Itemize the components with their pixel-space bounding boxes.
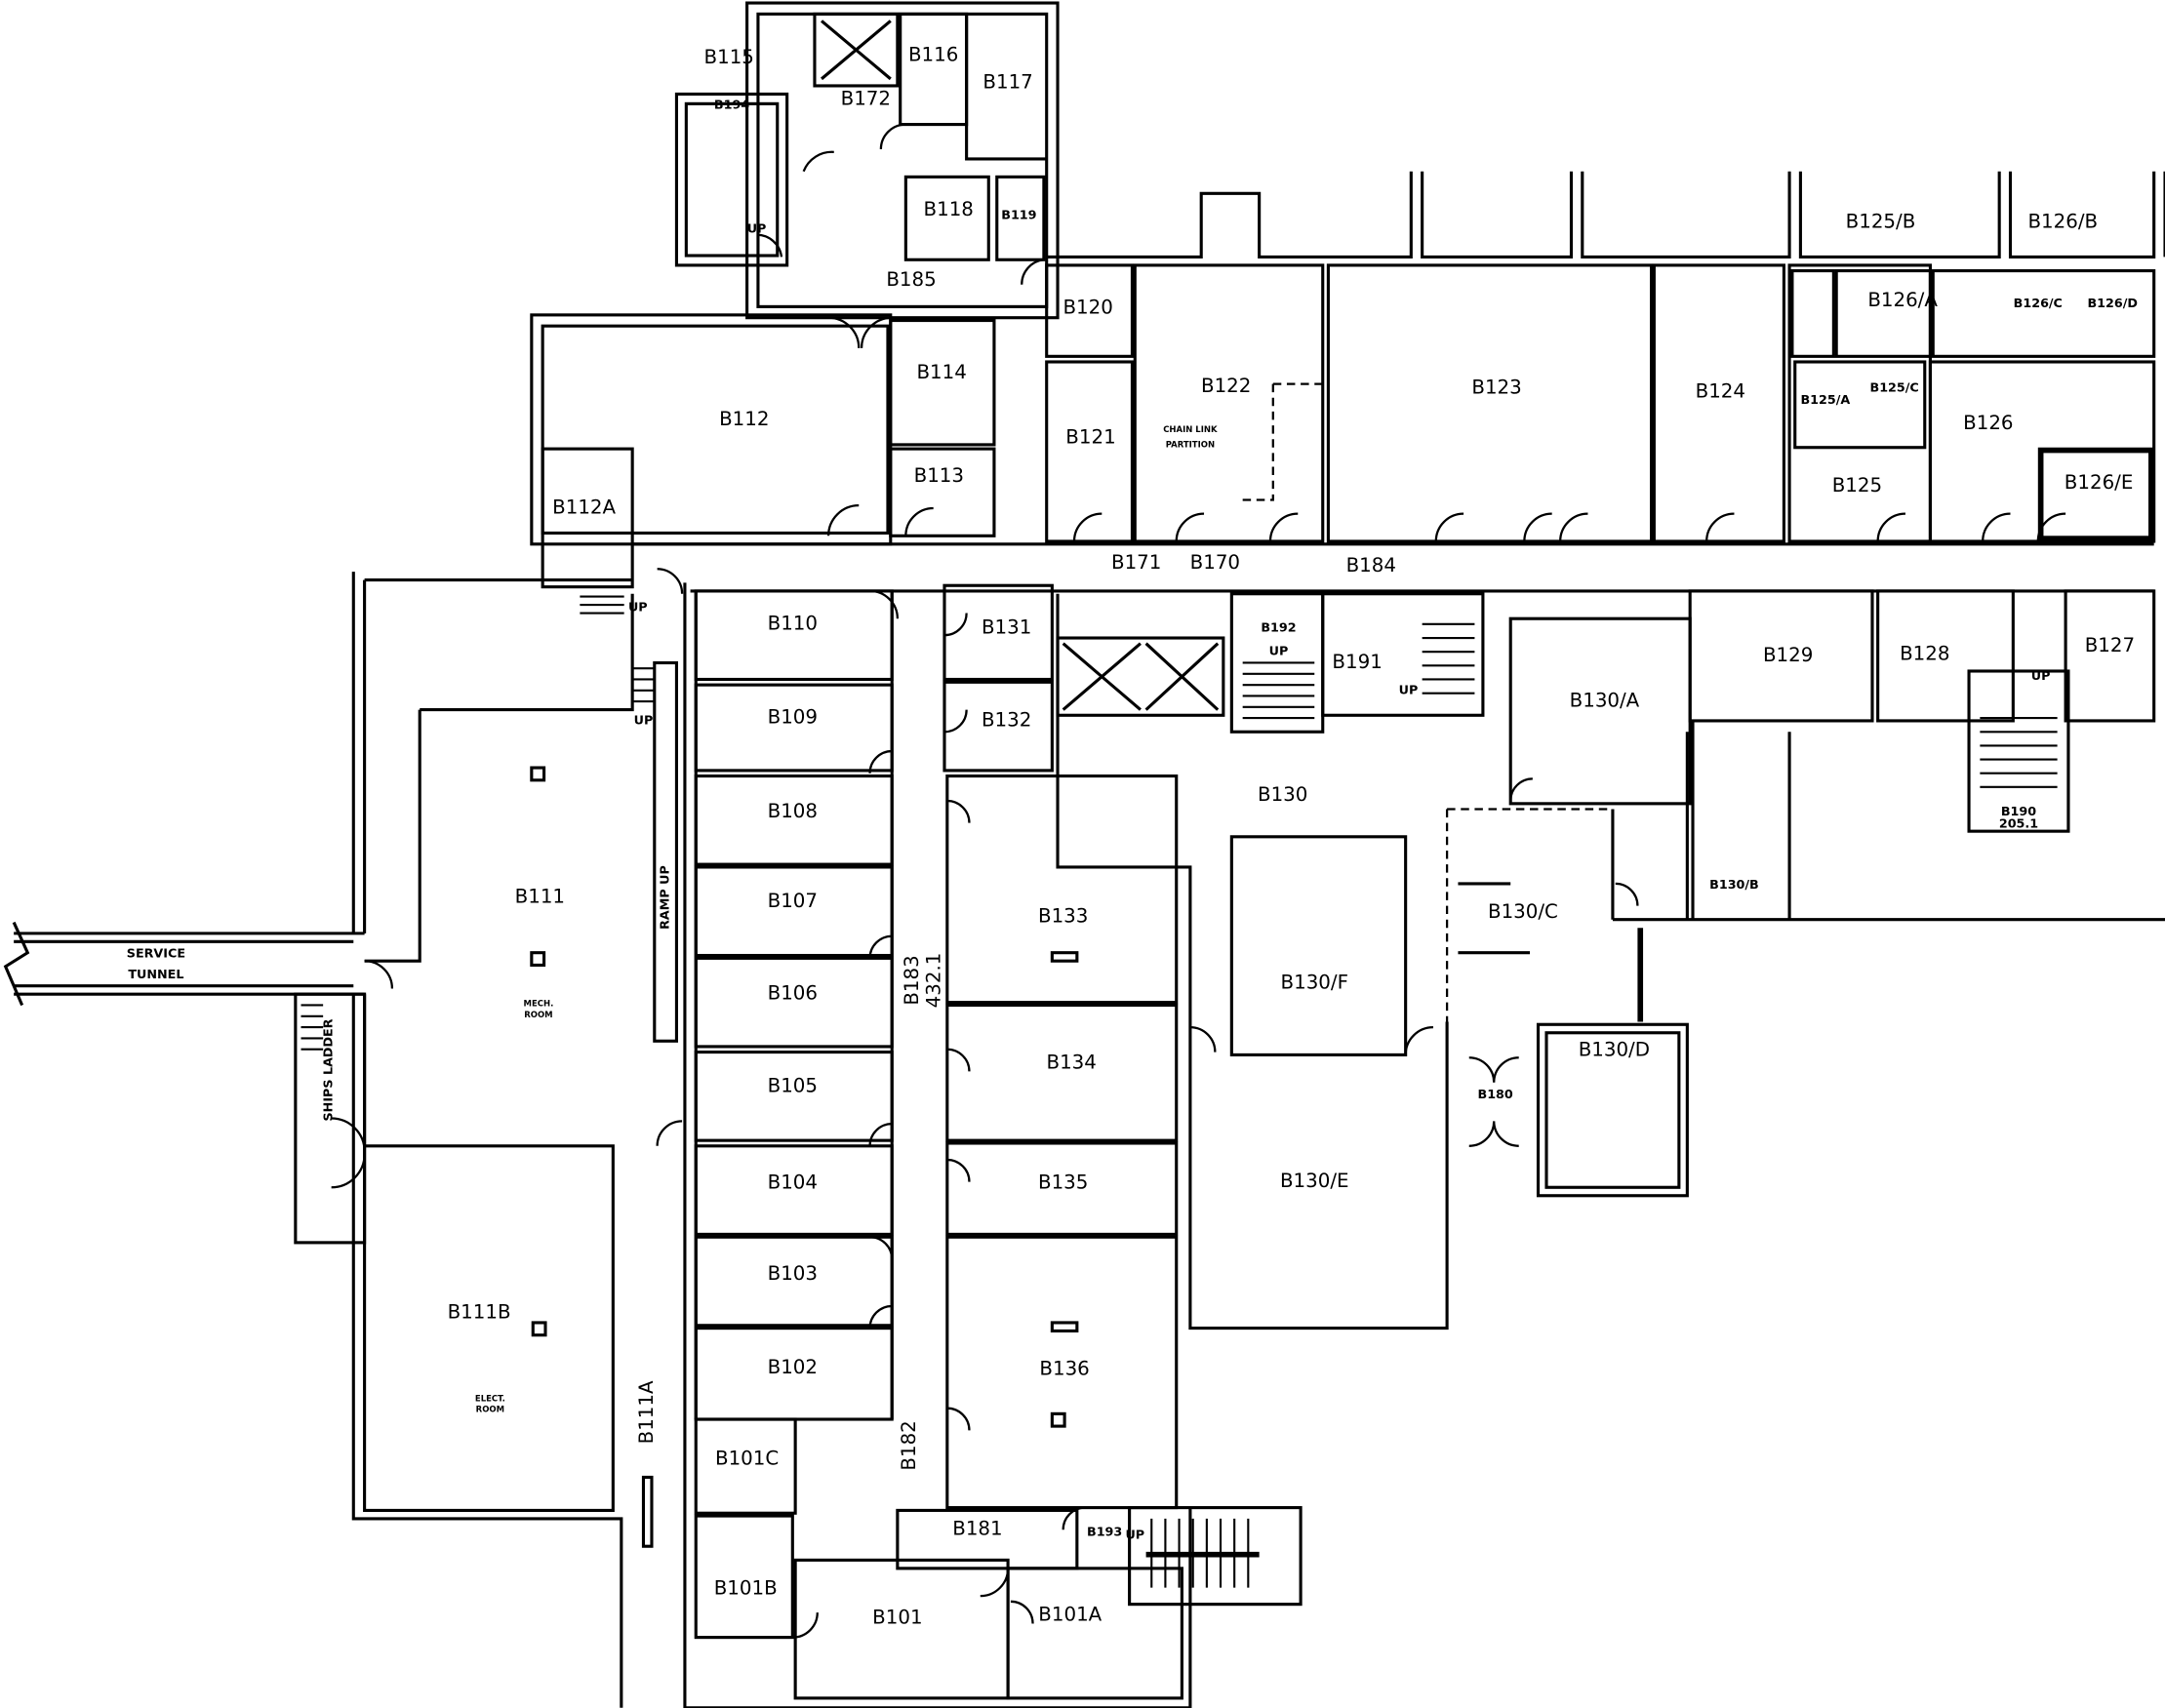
room-label: B104 [768,1172,818,1194]
room-label: B172 [841,88,891,110]
room-label: B107 [768,890,818,912]
room-label: B135 [1038,1172,1088,1194]
room-label: B110 [768,612,818,634]
room-label: B105 [768,1074,818,1096]
room-label: B125/B [1846,211,1916,233]
chain-link-label: CHAIN LINK [1163,425,1218,435]
room-label: B130/A [1570,690,1640,712]
room-label: B126/E [2065,471,2134,494]
stair-up-label: UP [628,600,648,615]
corridor-label: B183 [901,955,923,1005]
room-label: B133 [1038,904,1088,927]
room-label: B181 [952,1518,1002,1540]
ships-ladder-label: SHIPS LADDER [321,1018,336,1121]
chain-link-label: PARTITION [1166,440,1215,450]
room-label: B103 [768,1262,818,1285]
room-label: B126/B [2027,211,2098,233]
room-label: B108 [768,800,818,822]
room-label: B117 [982,71,1032,94]
mech-room-label: ROOM [524,1011,552,1020]
room-label: B123 [1471,376,1521,398]
room-label: B119 [1001,208,1036,222]
room-label: B132 [982,708,1031,731]
room-label: B130 [1258,783,1307,806]
room-label: B125/A [1800,393,1850,408]
room-label: B113 [914,464,964,487]
b111a-label: B111A [635,1380,658,1444]
room-label: B124 [1696,380,1745,403]
room-label: B130/E [1280,1170,1349,1192]
room-label: B171 [1111,551,1161,574]
elect-room-label: ELECT. [475,1394,505,1404]
room-label: B101 [872,1606,922,1628]
room-label: B102 [768,1356,818,1378]
room-label: B101A [1038,1603,1102,1625]
room-label: B192 [1261,621,1296,636]
room-label: B125 [1832,474,1882,497]
room-label: B126/A [1867,289,1938,311]
room-label: B118 [924,198,974,220]
room-label: B128 [1900,643,1949,665]
room-label: B126/D [2087,297,2137,311]
room-label: B126 [1963,412,2013,434]
room-label: B126/C [2014,297,2063,311]
room-label: B184 [1346,554,1396,576]
room-label: B136 [1039,1358,1089,1380]
room-label: B185 [886,268,936,291]
room-label: B111 [515,886,565,908]
room-label: B130/F [1281,971,1348,993]
service-tunnel-label: TUNNEL [128,968,183,982]
room-label: B121 [1065,425,1115,448]
corridor-area-label: 432.1 [923,953,945,1009]
room-label: B101B [714,1577,778,1600]
room-label: B129 [1763,644,1813,666]
elect-room-label: ROOM [476,1406,504,1415]
b190-label: B190 [2001,805,2036,819]
room-label: B130/D [1579,1039,1650,1061]
stair-up-label: UP [1399,683,1419,697]
service-tunnel-label: SERVICE [127,947,185,962]
room-label: B134 [1046,1051,1096,1073]
room-label: B180 [1478,1088,1513,1102]
room-label: B125/C [1870,380,1919,395]
room-label: B112 [719,408,769,430]
stair-up-label: UP [1269,645,1289,659]
room-label: B170 [1190,551,1240,574]
b190-label: 205.1 [1999,817,2038,832]
room-label: B193 [1087,1526,1122,1540]
room-label: B127 [2085,634,2135,656]
room-labels: B115 B172 B116 B117 B194 B118 B119 B185 … [448,43,2138,1628]
room-label: B111B [448,1301,511,1324]
mech-room-label: MECH. [524,1000,554,1010]
walls [3,1,2165,1708]
room-label: B112A [552,496,616,518]
stair-up-label: UP [1125,1528,1144,1542]
stair-up-label: UP [634,713,654,728]
room-label: B194 [714,98,749,112]
room-label: B114 [916,361,966,383]
room-label: B115 [704,46,754,68]
notes: SERVICE TUNNEL CHAIN LINK PARTITION MECH… [127,222,2051,1543]
stair-up-label: UP [747,222,767,237]
doors [331,123,2066,1639]
room-label: B106 [768,982,818,1005]
room-label: B130/C [1488,900,1558,923]
room-label: B130/B [1709,878,1759,893]
room-label: B116 [908,43,958,65]
room-label: B191 [1332,651,1382,673]
room-label: B120 [1062,296,1112,318]
vertical-labels: B183 432.1 B182 B111A RAMP UP SHIPS LADD… [321,865,944,1470]
stair-up-label: UP [2031,669,2051,684]
room-label: B122 [1201,375,1251,397]
room-label: B101C [715,1448,779,1470]
room-label: B109 [768,706,818,729]
b182-label: B182 [898,1420,920,1470]
room-label: B131 [982,616,1031,639]
ramp-up-label: RAMP UP [659,865,673,930]
